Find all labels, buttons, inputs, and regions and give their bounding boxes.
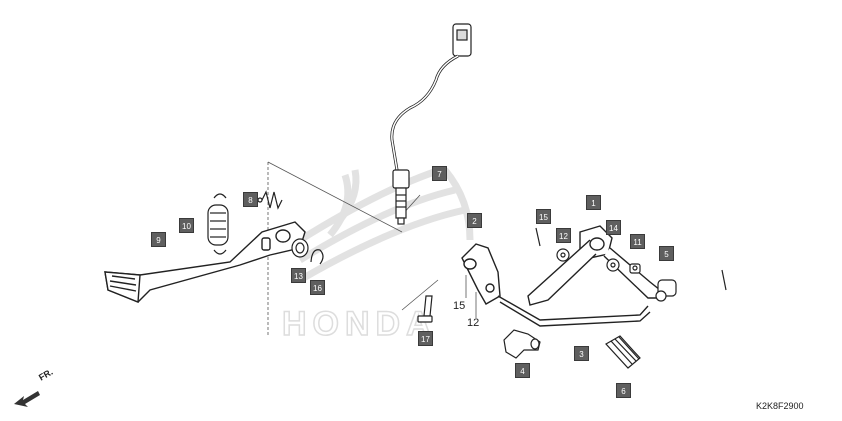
bolt-17 [417, 295, 433, 323]
callout-8: 8 [243, 192, 258, 207]
rubber-6 [605, 335, 641, 369]
callout-17: 17 [418, 331, 433, 346]
brake-pedal [104, 221, 306, 304]
spring-10 [207, 193, 229, 255]
callout-4: 4 [515, 363, 530, 378]
callout-10: 10 [179, 218, 194, 233]
callout-16: 16 [310, 280, 325, 295]
diagram-code: K2K8F2900 [756, 401, 804, 411]
honda-wing-watermark [298, 166, 474, 284]
callout-7: 7 [432, 166, 447, 181]
arm-2 [461, 243, 501, 305]
callout-13: 13 [291, 268, 306, 283]
brake-rod [497, 295, 651, 327]
honda-watermark-text: HONDA [282, 305, 437, 343]
joint-4 [503, 329, 541, 359]
callout-14: 14 [606, 220, 621, 235]
clip-16 [310, 249, 324, 265]
front-arrow-icon [14, 391, 40, 407]
callout-2: 2 [467, 213, 482, 228]
callout-3: 3 [574, 346, 589, 361]
callout-6: 6 [616, 383, 631, 398]
callout-15: 15 [536, 209, 551, 224]
callout-5: 5 [659, 246, 674, 261]
washer-13 [291, 238, 309, 258]
washer-12 [556, 248, 570, 262]
stop-switch-assembly [390, 23, 472, 225]
callout-1: 1 [586, 195, 601, 210]
joint-5 [655, 279, 677, 302]
label-15: 15 [453, 300, 466, 312]
spring-8 [257, 190, 283, 210]
callout-11: 11 [630, 234, 645, 249]
callout-9: 9 [151, 232, 166, 247]
washer-14 [606, 258, 620, 272]
label-12: 12 [467, 317, 480, 329]
nut-11 [629, 263, 641, 274]
callout-12: 12 [556, 228, 571, 243]
cotter-pin [535, 227, 727, 291]
